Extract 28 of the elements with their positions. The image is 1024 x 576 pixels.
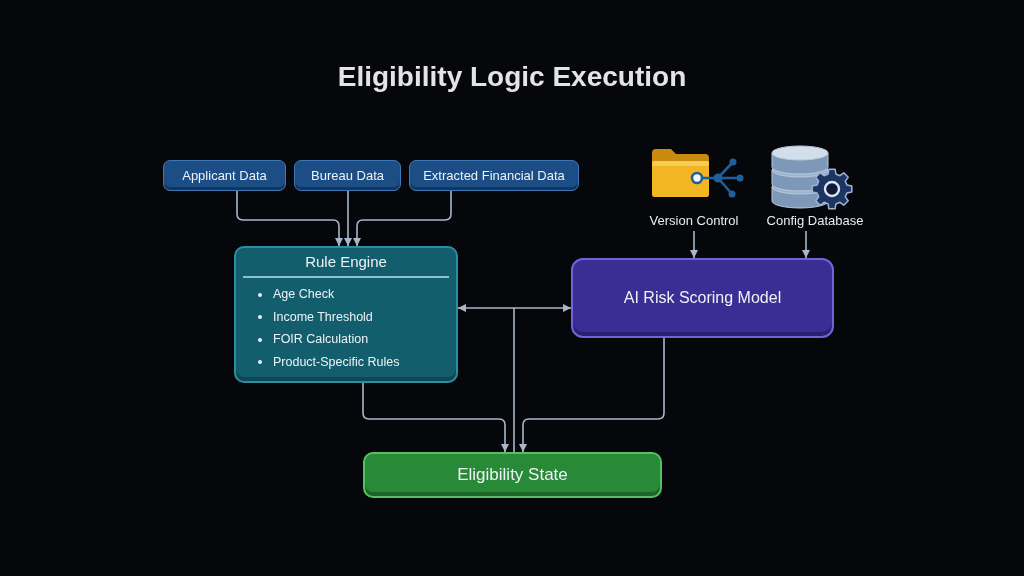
arrow xyxy=(353,190,452,247)
rule-engine-panel xyxy=(234,246,458,383)
rule-item: FOIR Calculation xyxy=(273,332,369,348)
data-source-label: Extracted Financial Data xyxy=(423,167,565,184)
rule-item: Income Threshold xyxy=(273,309,373,325)
arrow xyxy=(519,337,665,453)
arrow xyxy=(690,230,698,259)
result-label: Eligibility State xyxy=(457,465,568,485)
panel-heading: Rule Engine xyxy=(305,253,387,271)
arrow xyxy=(457,304,572,312)
icon-caption: Config Database xyxy=(766,213,864,229)
rule-item: Age Check xyxy=(273,287,335,303)
data-source-label: Bureau Data xyxy=(311,167,384,184)
arrow xyxy=(362,382,509,453)
connector-line xyxy=(513,307,515,453)
diagram-title: Eligibility Logic Execution xyxy=(337,60,687,94)
arrow xyxy=(344,190,352,247)
arrow xyxy=(236,190,343,247)
result-box xyxy=(363,452,662,498)
model-box xyxy=(571,258,834,338)
arrow xyxy=(802,230,810,259)
model-label: AI Risk Scoring Model xyxy=(623,288,782,308)
rule-item: Product-Specific Rules xyxy=(273,354,400,370)
data-source-box xyxy=(409,160,579,191)
icon-caption: Version Control xyxy=(649,213,739,229)
data-source-box xyxy=(163,160,286,191)
data-source-label: Applicant Data xyxy=(182,167,267,184)
data-source-box xyxy=(294,160,401,191)
